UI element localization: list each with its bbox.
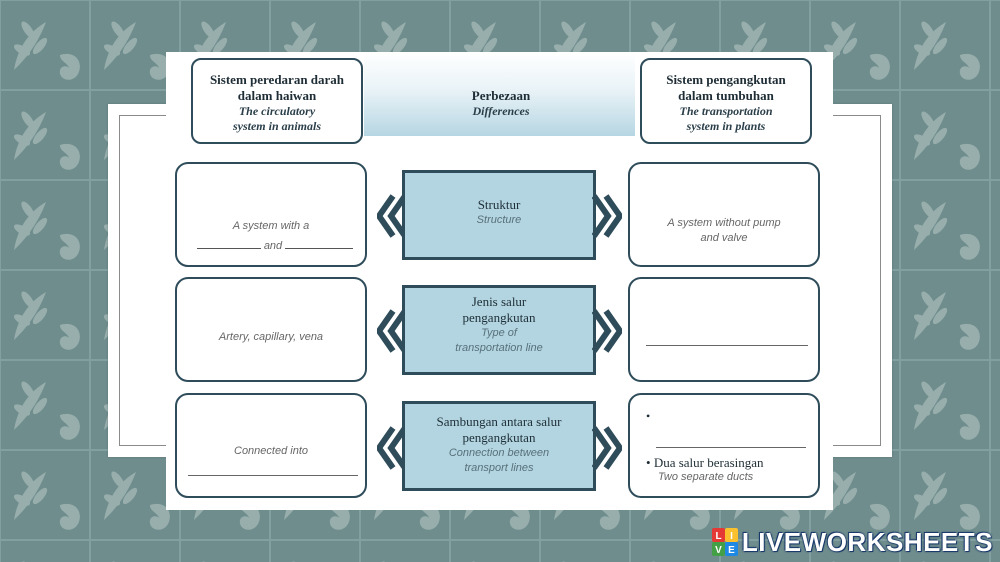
row3-plants-bullet-1: • bbox=[646, 409, 651, 423]
row1-right-chevron-icon bbox=[592, 194, 622, 238]
header-animals-ms-line1: Sistem peredaran darah bbox=[209, 72, 345, 87]
badge-letter-l: L bbox=[715, 531, 721, 542]
row1-plants-box: A system without pump and valve bbox=[628, 162, 820, 267]
row1-plants-text-line2: and valve bbox=[700, 232, 748, 244]
row2-animals-text: Artery, capillary, vena bbox=[218, 331, 324, 343]
header-differences-en: Differences bbox=[472, 104, 530, 118]
row3-en-label-line2: transport lines bbox=[464, 462, 534, 474]
row1-en-label: Structure bbox=[476, 214, 522, 226]
header-gradient-band bbox=[364, 52, 635, 136]
badge-letter-v: V bbox=[715, 545, 722, 556]
row2-animals-box: Artery, capillary, vena bbox=[175, 277, 367, 382]
liveworksheets-logo[interactable]: L I V E LIVEWORKSHEETS bbox=[711, 526, 993, 557]
row3-right-chevron-icon bbox=[592, 426, 622, 470]
row2-ms-label-line1: Jenis salur bbox=[471, 294, 527, 309]
row2-difference-box: Jenis salur pengangkutan Type of transpo… bbox=[402, 285, 596, 375]
row3-plants-box: • • Dua salur berasingan Two separate du… bbox=[628, 393, 820, 498]
row3-animals-answer-line[interactable] bbox=[188, 475, 358, 476]
header-animals-en-line1: The circulatory bbox=[238, 104, 316, 118]
badge-letter-i: I bbox=[730, 531, 733, 542]
header-plants-ms-line2: dalam tumbuhan bbox=[678, 88, 774, 103]
row2-plants-answer-line[interactable] bbox=[646, 345, 808, 346]
header-differences-ms: Perbezaan bbox=[471, 88, 531, 103]
header-plants-en-line2: system in plants bbox=[686, 119, 766, 133]
row3-ms-label-line1: Sambungan antara salur bbox=[436, 414, 562, 429]
badge-letter-e: E bbox=[728, 545, 735, 556]
row3-ms-label-line2: pengangkutan bbox=[462, 430, 536, 445]
row2-ms-label-line2: pengangkutan bbox=[462, 310, 536, 325]
row2-plants-box bbox=[628, 277, 820, 382]
header-plants-en-line1: The transportation bbox=[679, 104, 773, 118]
liveworksheets-logo-text: LIVEWORKSHEETS bbox=[741, 526, 993, 557]
row2-right-chevron-icon bbox=[592, 309, 622, 353]
row1-ms-label: Struktur bbox=[477, 197, 521, 212]
row3-en-label-line1: Connection between bbox=[448, 447, 550, 459]
row3-animals-text: Connected into bbox=[234, 445, 308, 457]
header-animals-en-line2: system in animals bbox=[232, 119, 321, 133]
worksheet-table: Sistem peredaran darah dalam haiwan The … bbox=[166, 52, 833, 510]
row1-and-text: and bbox=[263, 240, 283, 252]
row3-plants-text-ms: Dua salur berasingan bbox=[653, 455, 764, 470]
row1-blank-1[interactable] bbox=[196, 238, 261, 249]
row2-en-label-line2: transportation line bbox=[455, 342, 543, 354]
row2-left-chevron-icon bbox=[377, 309, 407, 353]
row1-blank-2[interactable] bbox=[285, 238, 354, 249]
row3-plants-bullet-2: • bbox=[646, 455, 651, 470]
header-animals-box: Sistem peredaran darah dalam haiwan The … bbox=[191, 58, 363, 144]
header-animals-ms-line2: dalam haiwan bbox=[237, 88, 317, 103]
row3-difference-box: Sambungan antara salur pengangkutan Conn… bbox=[402, 401, 596, 491]
row3-animals-box: Connected into bbox=[175, 393, 367, 498]
row1-left-chevron-icon bbox=[377, 194, 407, 238]
row3-plants-text-en: Two separate ducts bbox=[658, 471, 754, 483]
header-plants-box: Sistem pengangkutan dalam tumbuhan The t… bbox=[640, 58, 812, 144]
row1-animals-text: A system with a bbox=[232, 220, 310, 232]
row1-animals-box: A system with a and bbox=[175, 162, 367, 267]
header-plants-ms-line1: Sistem pengangkutan bbox=[666, 72, 786, 87]
header-differences: Perbezaan Differences bbox=[416, 88, 586, 119]
row1-difference-box: Struktur Structure bbox=[402, 170, 596, 260]
row2-en-label-line1: Type of bbox=[481, 327, 517, 339]
row1-plants-text-line1: A system without pump bbox=[667, 217, 781, 229]
liveworksheets-badge-icon: L I V E bbox=[711, 528, 738, 556]
row3-left-chevron-icon bbox=[377, 426, 407, 470]
row3-plants-answer-line[interactable] bbox=[656, 447, 806, 448]
